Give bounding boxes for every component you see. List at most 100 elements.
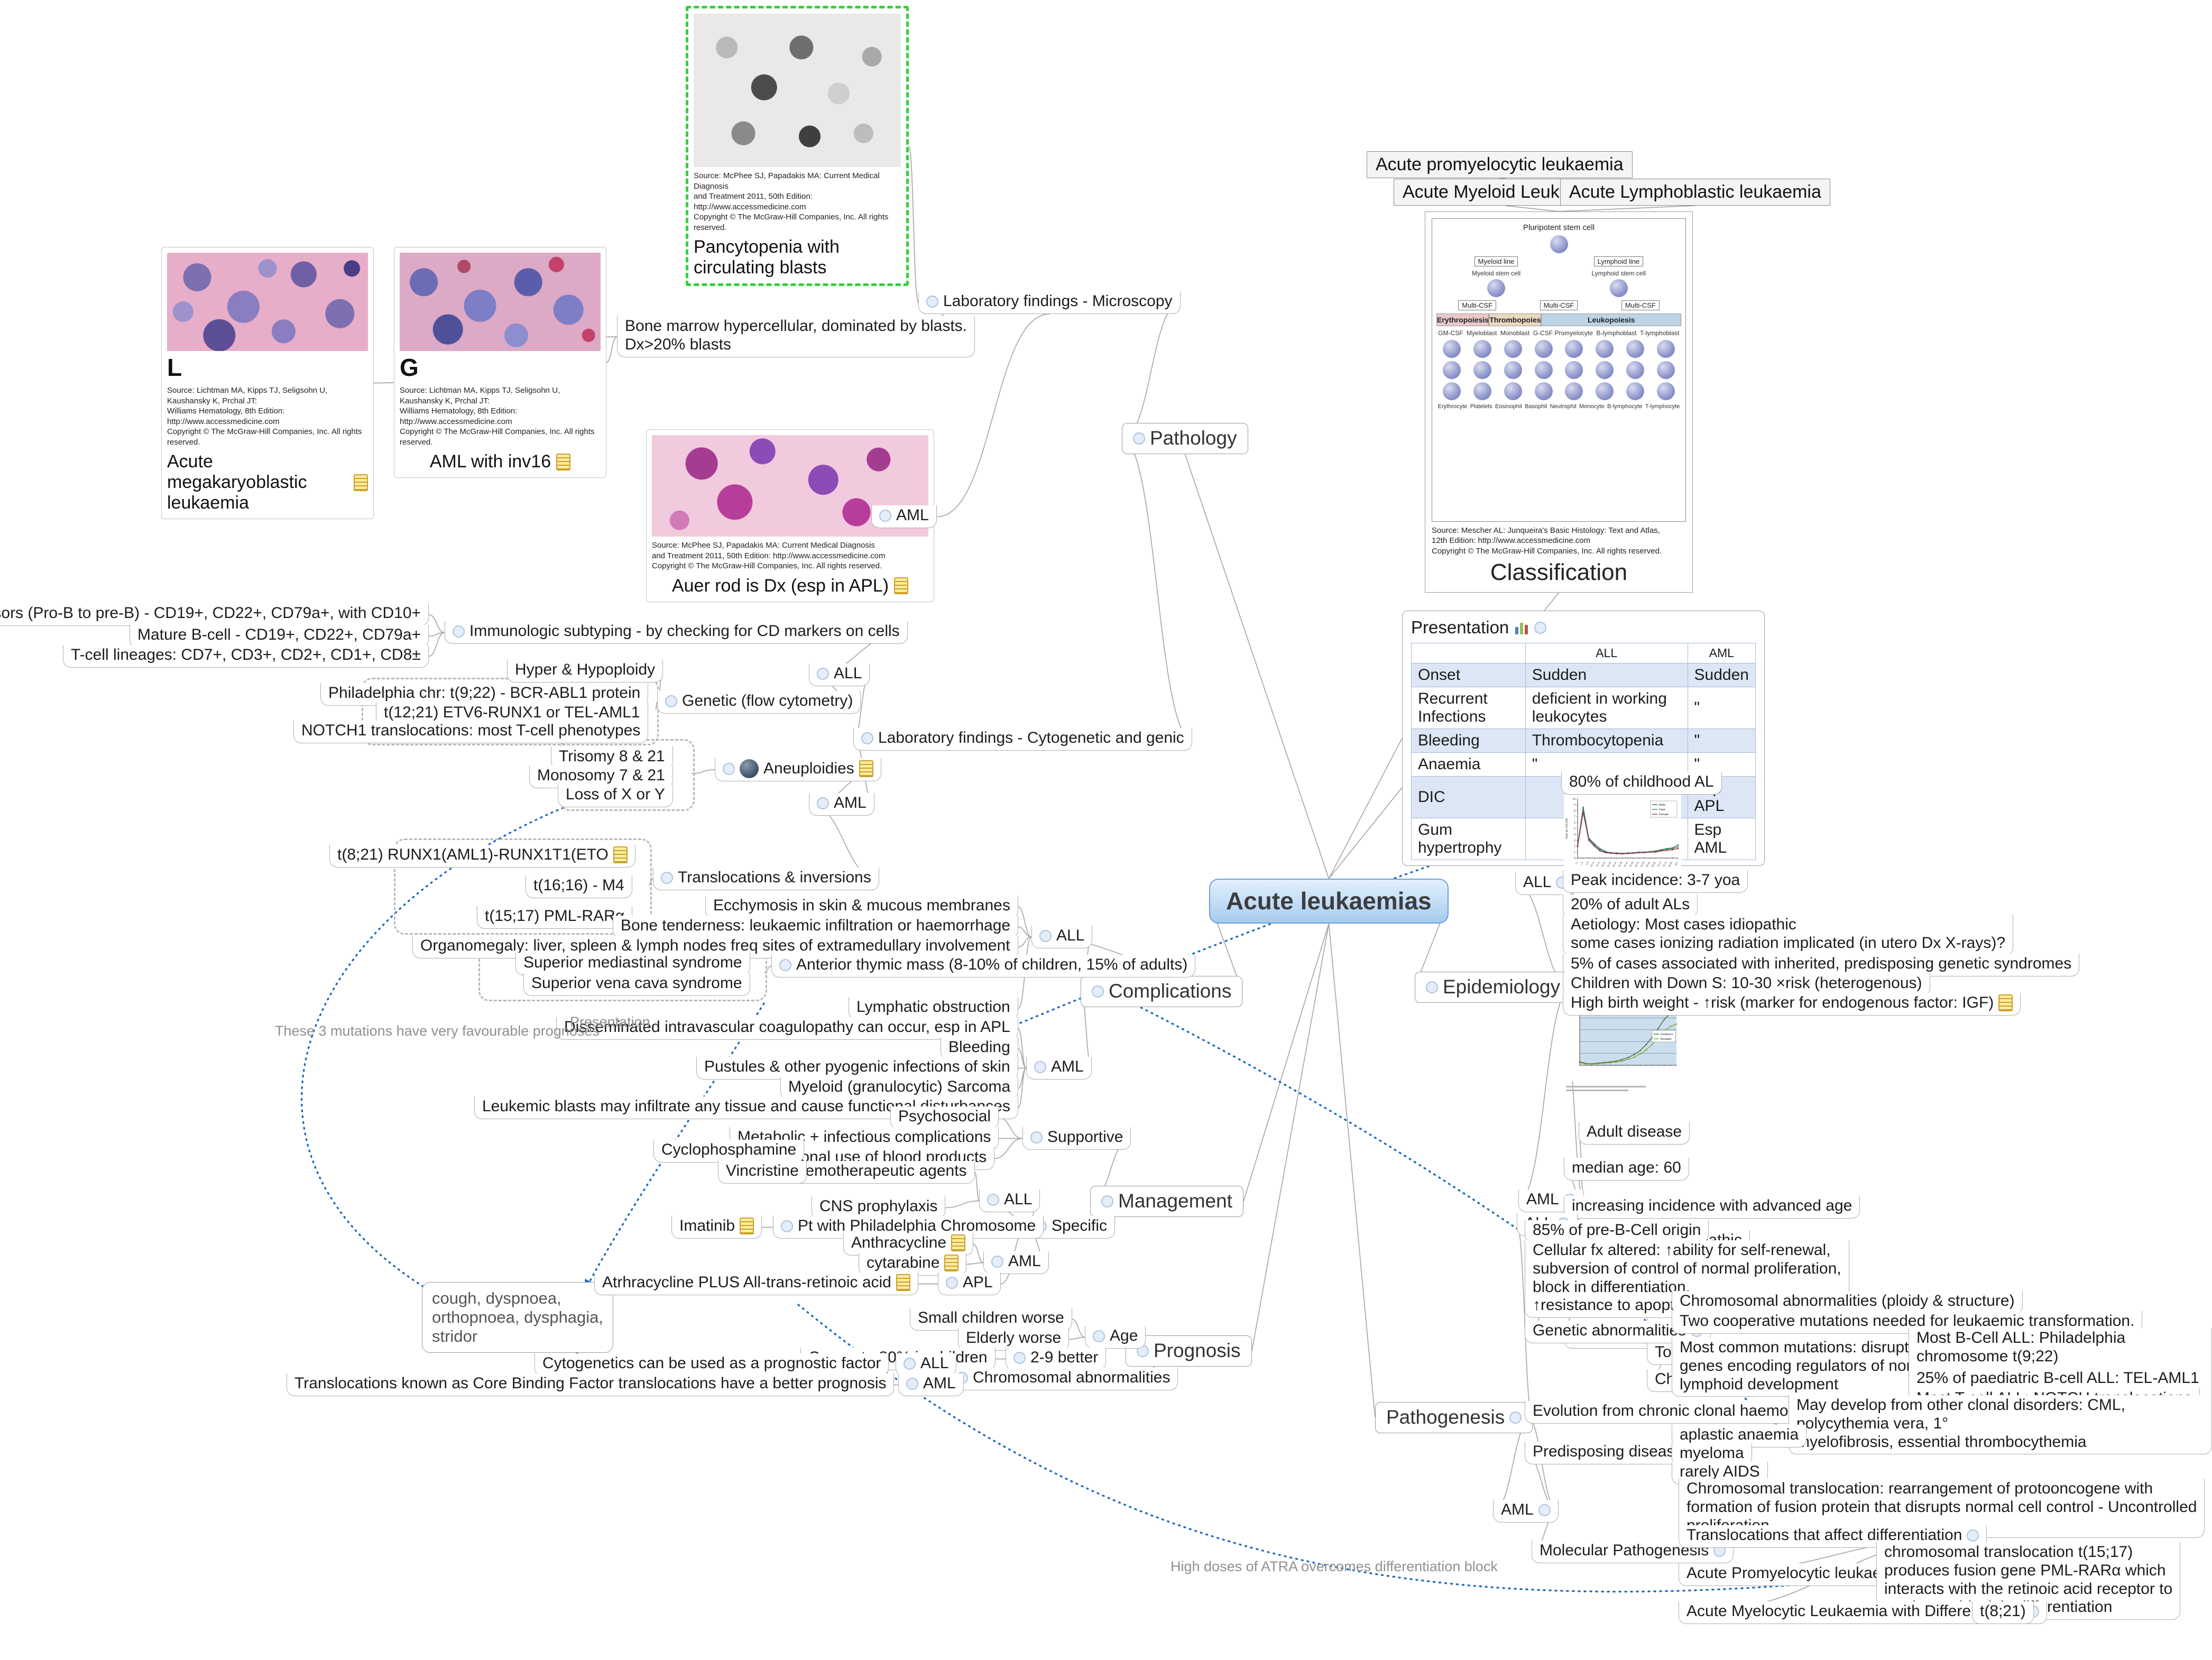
node-cyclo[interactable]: Cyclophosphamine [653, 1140, 805, 1163]
collapse-bubble[interactable] [987, 1193, 999, 1206]
collapse-bubble[interactable] [861, 732, 873, 744]
node-thymic[interactable]: Anterior thymic mass (8-10% of children,… [771, 955, 1196, 977]
collapse-bubble[interactable] [1133, 432, 1145, 445]
node-peak[interactable]: Peak incidence: 3-7 yoa [1563, 870, 1748, 893]
collapse-bubble[interactable] [1093, 1330, 1105, 1342]
node-phil[interactable]: Philadelphia chr: t(9;22) - BCR-ABL1 pro… [320, 683, 649, 706]
node-labmicro[interactable]: Laboratory findings - Microscopy [918, 291, 1181, 314]
collapse-bubble[interactable] [926, 295, 938, 308]
collapse-bubble[interactable] [817, 797, 829, 809]
node-bleed[interactable]: Bleeding [941, 1037, 1018, 1060]
collapse-bubble[interactable] [1426, 981, 1438, 993]
node-amlpr[interactable]: AML [898, 1373, 964, 1396]
node-vincr[interactable]: Vincristine [718, 1161, 807, 1184]
node-psych[interactable]: Psychosocial [890, 1106, 999, 1129]
node-tri[interactable]: Trisomy 8 & 21 [551, 746, 673, 769]
note-icon[interactable] [894, 577, 909, 594]
node-pathology[interactable]: Pathology [1122, 423, 1248, 454]
node-e20[interactable]: 20% of adult ALs [1563, 894, 1698, 917]
note-icon[interactable] [354, 474, 368, 491]
node-atrhra[interactable]: Atrhracycline PLUS All-trans-retinoic ac… [594, 1272, 918, 1295]
node-e80[interactable]: 80% of childhood AL [1561, 772, 1722, 795]
collapse-bubble[interactable] [906, 1377, 918, 1390]
node-hbw[interactable]: High birth weight - ↑risk (marker for en… [1563, 993, 2021, 1016]
note-icon[interactable] [740, 1218, 754, 1235]
node-amlcyto[interactable]: AML [809, 793, 874, 816]
note-icon[interactable] [944, 1255, 959, 1272]
node-twocoop[interactable]: Two cooperative mutations needed for leu… [1672, 1311, 2143, 1334]
node-ecchy[interactable]: Ecchymosis in skin & mucous membranes [705, 896, 1018, 918]
node-allbox[interactable]: Acute Lymphoblastic leukaemia [1560, 179, 1830, 206]
node-cytar[interactable]: cytarabine [859, 1253, 967, 1276]
collapse-bubble[interactable] [779, 958, 791, 971]
node-preb[interactable]: 85% of pre-B-Cell origin [1525, 1220, 1709, 1243]
node-comp[interactable]: Complications [1081, 976, 1243, 1007]
node-allcomp[interactable]: ALL [1031, 926, 1093, 948]
node-prog[interactable]: Prognosis [1126, 1335, 1252, 1367]
node-aplastic[interactable]: aplastic anaemia [1672, 1425, 1807, 1447]
node-t1616[interactable]: t(16;16) - M4 [526, 875, 632, 898]
collapse-bubble[interactable] [1534, 621, 1547, 634]
collapse-bubble[interactable] [1039, 929, 1052, 942]
node-t821[interactable]: t(8;21) RUNX1(AML1)-RUNX1T1(ETO [329, 845, 635, 868]
node-supp[interactable]: Supportive [1022, 1127, 1131, 1150]
collapse-bubble[interactable] [1092, 985, 1104, 998]
note-icon[interactable] [556, 453, 571, 471]
node-lymphob[interactable]: Lymphatic obstruction [849, 997, 1018, 1020]
collapse-bubble[interactable] [817, 667, 829, 680]
collapse-bubble[interactable] [781, 1220, 793, 1232]
node-aplmg[interactable]: APL [938, 1272, 1001, 1295]
node-immuno[interactable]: Immunologic subtyping - by checking for … [445, 621, 908, 644]
collapse-bubble[interactable] [1967, 1529, 1979, 1542]
node-smallch[interactable]: Small children worse [910, 1308, 1072, 1331]
collapse-bubble[interactable] [1509, 1411, 1522, 1424]
node-better29[interactable]: 2-9 better [1006, 1348, 1107, 1370]
node-allpr[interactable]: ALL [896, 1353, 957, 1376]
node-sms[interactable]: Superior mediastinal syndrome [515, 953, 750, 975]
node-allcyto[interactable]: ALL [809, 663, 870, 686]
collapse-bubble[interactable] [904, 1357, 916, 1370]
node-lossxy[interactable]: Loss of X or Y [558, 785, 673, 807]
node-down[interactable]: Children with Down S: 10-30 ×risk (heter… [1563, 973, 1930, 996]
node-matb[interactable]: Mature B-cell - CD19+, CD22+, CD79a+ [130, 625, 429, 648]
node-amlcomp[interactable]: AML [1026, 1057, 1092, 1080]
node-dic[interactable]: Disseminated intravascular coagulopathy … [556, 1017, 1018, 1040]
collapse-bubble[interactable] [879, 509, 891, 522]
node-amlpath[interactable]: AML [871, 505, 937, 528]
node-pust[interactable]: Pustules & other pyogenic infections of … [696, 1057, 1018, 1080]
collapse-bubble[interactable] [723, 762, 735, 775]
node-notch1[interactable]: NOTCH1 translocations: most T-cell pheno… [293, 721, 649, 743]
image-node-imgPan[interactable]: Source: McPhee SJ, Papadakis MA: Current… [686, 6, 909, 286]
node-medage[interactable]: median age: 60 [1564, 1158, 1689, 1181]
node-pgen[interactable]: Pathogenesis [1375, 1402, 1533, 1433]
node-amlmg[interactable]: AML [983, 1251, 1049, 1274]
note-icon[interactable] [951, 1234, 966, 1252]
node-ti[interactable]: Translocations & inversions [653, 868, 879, 890]
node-chromoab[interactable]: Chromosomal abnormalities [948, 1368, 1178, 1390]
note-icon[interactable] [859, 760, 873, 777]
node-central[interactable]: Acute leukaemias [1209, 879, 1449, 924]
node-t1517[interactable]: t(15;17) PML-RARα [477, 906, 633, 929]
node-aet[interactable]: Aetiology: Most cases idiopathic some ca… [1563, 915, 2014, 956]
collapse-bubble[interactable] [1101, 1195, 1113, 1207]
node-incr[interactable]: increasing incidence with advanced age [1564, 1196, 1860, 1219]
node-maydev[interactable]: May develop from other clonal disorders:… [1789, 1395, 2212, 1455]
note-icon[interactable] [613, 846, 628, 864]
node-svc[interactable]: Superior vena cava syndrome [523, 973, 750, 996]
collapse-bubble[interactable] [1538, 1504, 1551, 1516]
node-bonet[interactable]: Bone tenderness: leukaemic infiltration … [613, 916, 1019, 938]
node-elderly[interactable]: Elderly worse [958, 1328, 1070, 1351]
node-bprec[interactable]: B-cell precursors (Pro-B to pre-B) - CD1… [0, 603, 429, 626]
collapse-bubble[interactable] [453, 625, 465, 638]
collapse-bubble[interactable] [991, 1255, 1003, 1268]
node-adult[interactable]: Adult disease [1579, 1122, 1690, 1145]
collapse-bubble[interactable] [1013, 1351, 1026, 1364]
node-amlpg[interactable]: AML [1493, 1500, 1559, 1523]
collapse-bubble[interactable] [1030, 1131, 1043, 1143]
node-imat[interactable]: Imatinib [671, 1216, 762, 1239]
node-anthra[interactable]: Anthracycline [843, 1233, 974, 1256]
note-icon[interactable] [1998, 994, 2013, 1012]
